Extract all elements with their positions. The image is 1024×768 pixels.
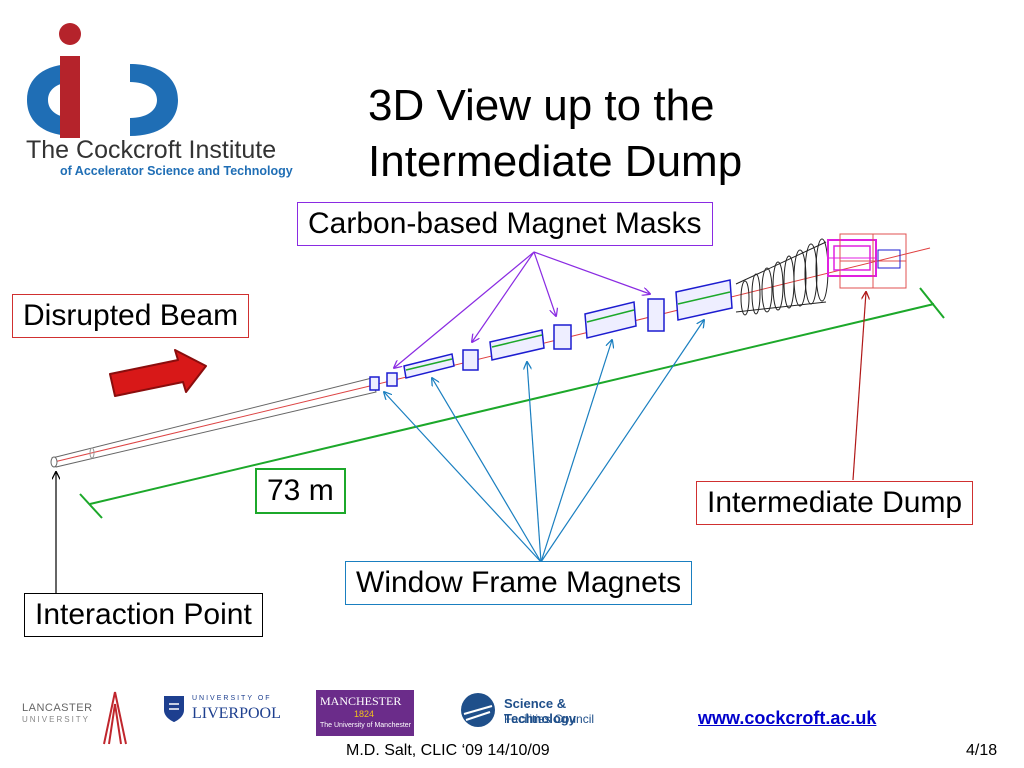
magnet-8: [647, 298, 665, 332]
label-window-frame-magnets: Window Frame Magnets: [345, 561, 693, 605]
liverpool-logo: UNIVERSITY OF LIVERPOOL: [162, 692, 286, 732]
distance-dimension: [79, 287, 945, 519]
magnet-9: [675, 279, 733, 321]
cockcroft-logo: The Cockcroft Institute of Accelerator S…: [26, 23, 293, 178]
label-intermediate-dump: Intermediate Dump: [696, 481, 974, 525]
manchester-sub: The University of Manchester: [320, 722, 412, 729]
label-carbon-magnet-masks: Carbon-based Magnet Masks: [297, 202, 713, 246]
stfc-globe-icon: [461, 693, 495, 727]
logo-subtitle: of Accelerator Science and Technology: [60, 164, 293, 178]
title-line-1: 3D View up to the: [368, 81, 715, 130]
magnets: [369, 279, 733, 391]
cockcroft-url-link[interactable]: www.cockcroft.ac.uk: [698, 708, 877, 728]
logo-dot: [59, 23, 81, 45]
lancaster-logo: LANCASTER UNIVERSITY: [22, 688, 132, 748]
magnet-2: [386, 372, 398, 387]
lancaster-mark: [103, 691, 127, 745]
magnet-coils: [405, 291, 731, 371]
label-interaction-point: Interaction Point: [24, 593, 263, 637]
footer-author: M.D. Salt, CLIC ‘09 14/10/09: [346, 742, 550, 759]
intermediate-dump: [827, 233, 907, 289]
liverpool-name: LIVERPOOL: [192, 705, 281, 722]
dump-arrow: [852, 292, 866, 481]
magnet-4: [462, 349, 479, 371]
slide-title: 3D View up to the Intermediate Dump: [368, 78, 742, 190]
magnet-1: [369, 376, 380, 391]
label-distance: 73 m: [255, 468, 346, 514]
magnet-6: [553, 324, 572, 350]
stfc-line-2: Facilities Council: [504, 712, 595, 726]
manchester-year: 1824: [354, 709, 375, 719]
manchester-logo: MANCHESTER 1824 The University of Manche…: [316, 690, 414, 736]
label-disrupted-beam: Disrupted Beam: [12, 294, 250, 338]
window-frame-arrows: [384, 320, 704, 563]
stfc-line-1: Science & Technology: [504, 696, 576, 726]
manchester-name: MANCHESTER: [320, 694, 402, 708]
page-number: 4/18: [966, 742, 998, 759]
magnet-mask-arrows: [394, 251, 650, 368]
title-line-2: Intermediate Dump: [368, 137, 743, 186]
conical-section: [735, 238, 829, 316]
logo-right-arc: [130, 64, 178, 136]
logo-name: The Cockcroft Institute: [26, 136, 276, 164]
stfc-logo: Science & Technology Facilities Council: [460, 692, 640, 728]
liverpool-crest-icon: [164, 696, 184, 722]
liverpool-sub: UNIVERSITY OF: [192, 695, 272, 702]
lancaster-sub: UNIVERSITY: [22, 715, 91, 724]
magnet-3: [403, 353, 455, 379]
logo-stem: [60, 56, 80, 138]
lancaster-name: LANCASTER: [22, 702, 93, 714]
magnet-7: [584, 301, 637, 339]
beamline-diagram: [50, 233, 945, 594]
disrupted-beam-arrow: [109, 349, 207, 397]
